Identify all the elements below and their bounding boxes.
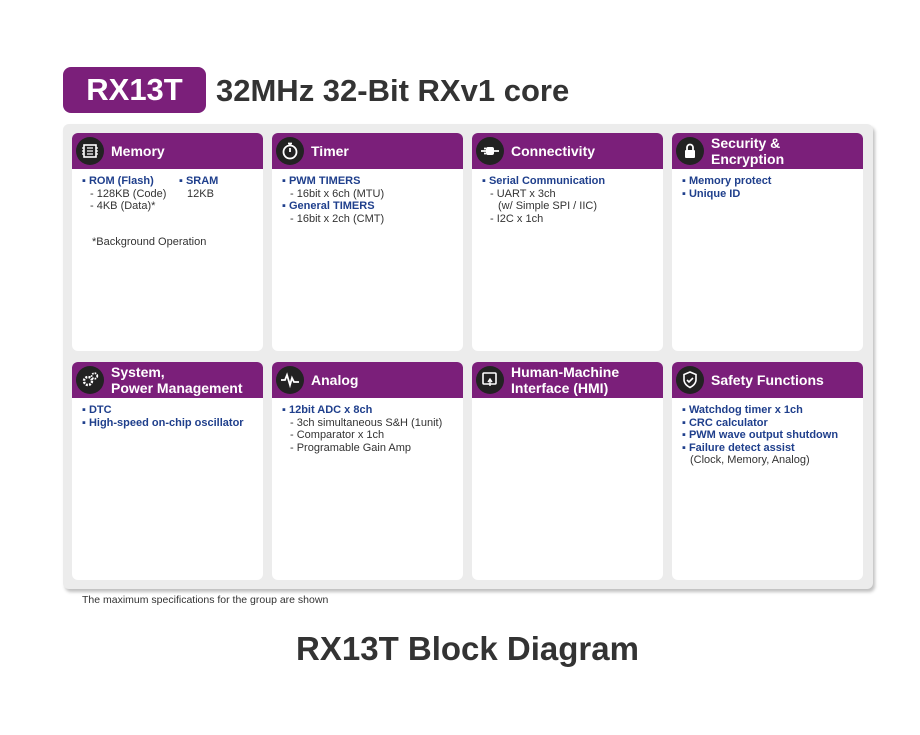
i2c-detail: - I2C x 1ch [490, 212, 544, 225]
lock-icon [676, 137, 704, 165]
pwm-timers-label: ▪ PWM TIMERS [282, 175, 361, 187]
memory-note: *Background Operation [92, 235, 207, 248]
memory-title: Memory [111, 143, 165, 159]
oscillator-item: ▪ High-speed on-chip oscillator [82, 416, 244, 429]
safety-block: Safety Functions ▪ Watchdog timer x 1ch … [672, 362, 863, 580]
adc-detail-sh: - 3ch simultaneous S&H (1unit) [290, 416, 443, 429]
rom-label: ▪ ROM (Flash) [82, 175, 154, 187]
memory-protect-item: ▪ Memory protect [682, 175, 772, 187]
adc-detail-comparator: - Comparator x 1ch [290, 429, 385, 441]
system-header: System, Power Management [72, 362, 263, 398]
adc-detail-pga: - Programable Gain Amp [290, 441, 412, 454]
uart-detail: - UART x 3ch [490, 187, 556, 200]
general-timers-detail: - 16bit x 2ch (CMT) [290, 212, 385, 225]
failure-detect-note: (Clock, Memory, Analog) [690, 454, 810, 466]
crc-item: ▪ CRC calculator [682, 416, 768, 429]
uart-note: (w/ Simple SPI / IIC) [498, 200, 598, 212]
connectivity-header: Connectivity [472, 133, 663, 169]
system-block: System, Power Management ▪ DTC ▪ High-sp… [72, 362, 263, 580]
block-diagram-panel: Memory ▪ ROM (Flash) - 128KB (Code) - 4K… [63, 124, 873, 589]
rom-code: - 128KB (Code) [90, 187, 167, 200]
hmi-title-line2: Interface (HMI) [511, 380, 609, 396]
diagram-caption: RX13T Block Diagram [296, 630, 639, 667]
timer-body: ▪ PWM TIMERS - 16bit x 6ch (MTU) ▪ Gener… [272, 169, 463, 225]
sram-label: ▪ SRAM [179, 175, 219, 187]
system-title-line2: Power Management [111, 380, 243, 396]
adc-label: ▪ 12bit ADC x 8ch [282, 404, 373, 416]
footnote: The maximum specifications for the group… [82, 594, 329, 606]
hmi-title: Human-Machine Interface (HMI) [511, 364, 619, 396]
product-badge: RX13T [63, 67, 206, 113]
timer-header: Timer [272, 133, 463, 169]
safety-title: Safety Functions [711, 372, 824, 388]
memory-chip-icon [76, 137, 104, 165]
analog-title: Analog [311, 372, 359, 388]
hmi-title-line1: Human-Machine [511, 364, 620, 380]
touchscreen-icon [476, 366, 504, 394]
memory-block: Memory ▪ ROM (Flash) - 128KB (Code) - 4K… [72, 133, 263, 351]
security-title-line1: Security & [711, 135, 781, 151]
connectivity-body: ▪ Serial Communication - UART x 3ch (w/ … [472, 169, 663, 225]
dtc-item: ▪ DTC [82, 404, 112, 416]
safety-header: Safety Functions [672, 362, 863, 398]
hmi-block: Human-Machine Interface (HMI) [472, 362, 663, 580]
security-body: ▪ Memory protect ▪ Unique ID [672, 169, 863, 200]
connectivity-title: Connectivity [511, 143, 596, 159]
analog-body: ▪ 12bit ADC x 8ch - 3ch simultaneous S&H… [272, 398, 463, 454]
analog-header: Analog [272, 362, 463, 398]
general-timers-label: ▪ General TIMERS [282, 200, 375, 212]
waveform-icon [276, 366, 304, 394]
serial-label: ▪ Serial Communication [482, 175, 606, 187]
watchdog-item: ▪ Watchdog timer x 1ch [682, 404, 803, 416]
system-title-line1: System, [111, 364, 165, 380]
sram-size: 12KB [187, 187, 214, 200]
security-block: Security & Encryption ▪ Memory protect ▪… [672, 133, 863, 351]
hmi-header: Human-Machine Interface (HMI) [472, 362, 663, 398]
failure-detect-item: ▪ Failure detect assist [682, 441, 795, 454]
security-title: Security & Encryption [711, 135, 784, 167]
security-header: Security & Encryption [672, 133, 863, 169]
connectivity-block: Connectivity ▪ Serial Communication - UA… [472, 133, 663, 351]
safety-body: ▪ Watchdog timer x 1ch ▪ CRC calculator … [672, 398, 863, 467]
system-title: System, Power Management [111, 364, 242, 396]
pwm-timers-detail: - 16bit x 6ch (MTU) [290, 187, 385, 200]
rom-data: - 4KB (Data)* [90, 200, 156, 212]
system-body: ▪ DTC ▪ High-speed on-chip oscillator [72, 398, 263, 429]
shield-check-icon [676, 366, 704, 394]
timer-block: Timer ▪ PWM TIMERS - 16bit x 6ch (MTU) ▪… [272, 133, 463, 351]
pwm-shutdown-item: ▪ PWM wave output shutdown [682, 429, 839, 441]
memory-header: Memory [72, 133, 263, 169]
memory-body: ▪ ROM (Flash) - 128KB (Code) - 4KB (Data… [72, 169, 263, 248]
stopwatch-icon [276, 137, 304, 165]
unique-id-item: ▪ Unique ID [682, 187, 741, 200]
page-title: 32MHz 32-Bit RXv1 core [216, 73, 570, 108]
analog-block: Analog ▪ 12bit ADC x 8ch - 3ch simultane… [272, 362, 463, 580]
gears-icon [76, 366, 104, 394]
timer-title: Timer [311, 143, 349, 159]
security-title-line2: Encryption [711, 151, 785, 167]
plug-icon [476, 137, 504, 165]
